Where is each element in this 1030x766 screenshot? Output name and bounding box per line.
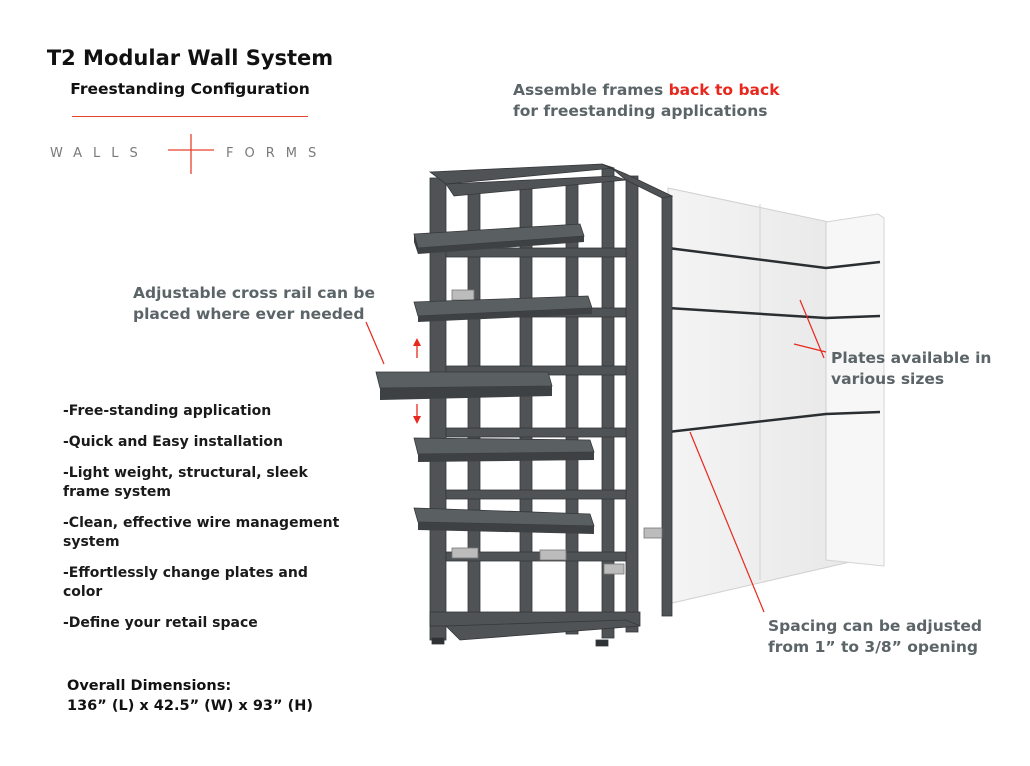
plates-leader-line-2 <box>793 343 827 353</box>
plates-leader-line-1 <box>799 299 825 359</box>
feature-item: -Define your retail space <box>63 615 258 631</box>
feature-list: -Free-standing application -Quick and Ea… <box>63 402 343 645</box>
feature-item: -Clean, effective wire management system <box>63 515 340 550</box>
dimensions-value: 136” (L) x 42.5” (W) x 93” (H) <box>67 698 313 714</box>
plates-callout: Plates available in various sizes <box>831 349 992 388</box>
walls-forms-logo: WALLS FORMS <box>50 134 340 174</box>
feature-item: -Effortlessly change plates and color <box>63 565 308 600</box>
cross-rail-2 <box>413 295 593 322</box>
feature-item: -Free-standing application <box>63 403 272 419</box>
cross-rails <box>375 223 595 534</box>
cross-rail-3-adjusting <box>375 371 553 400</box>
walls-forms-cross-icon <box>168 134 214 174</box>
cross-rail-4 <box>413 437 595 462</box>
adjust-up-arrow-icon <box>413 338 421 358</box>
feature-item: -Quick and Easy installation <box>63 434 283 450</box>
crossrail-callout: Adjustable cross rail can be placed wher… <box>133 284 375 323</box>
adjust-down-arrow-icon <box>413 404 421 424</box>
crossrail-leader-line <box>365 321 385 365</box>
cross-rail-1 <box>413 223 585 254</box>
cross-rail-5 <box>413 507 595 534</box>
assemble-highlight: back to back <box>668 81 780 99</box>
spacing-callout: Spacing can be adjusted from 1” to 3/8” … <box>768 617 982 656</box>
overall-dimensions: Overall Dimensions: 136” (L) x 42.5” (W)… <box>67 676 313 716</box>
feature-item: -Light weight, structural, sleek frame s… <box>63 465 308 500</box>
page-title: T2 Modular Wall System <box>46 46 334 70</box>
spacing-leader-line <box>689 431 765 613</box>
dimensions-label: Overall Dimensions: <box>67 678 232 694</box>
assemble-callout: Assemble frames back to back for freesta… <box>513 81 780 120</box>
title-divider <box>72 116 308 117</box>
logo-text-left: WALLS <box>50 146 149 161</box>
page-subtitle: Freestanding Configuration <box>70 80 310 98</box>
logo-text-right: FORMS <box>226 146 328 161</box>
